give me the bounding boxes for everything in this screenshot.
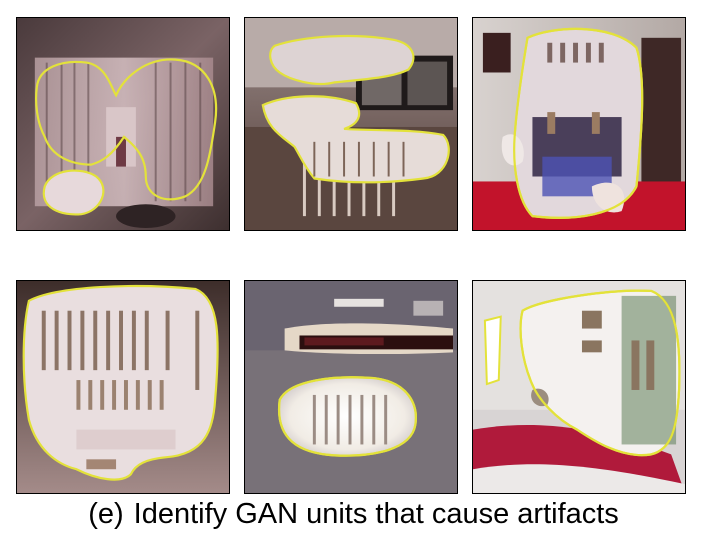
gan-sample-1-drawing	[17, 18, 229, 230]
gan-sample-2-drawing	[245, 18, 457, 230]
figure-caption: (e) Identify GAN units that cause artifac…	[0, 496, 707, 532]
gan-sample-image-6	[472, 280, 686, 494]
gan-sample-image-1	[16, 17, 230, 231]
gan-sample-4-drawing	[17, 281, 229, 493]
gan-sample-image-5	[244, 280, 458, 494]
caption-text: Identify GAN units that cause artifacts	[133, 498, 619, 530]
gan-sample-image-2	[244, 17, 458, 231]
gan-sample-3-drawing	[473, 18, 685, 230]
gan-sample-image-3	[472, 17, 686, 231]
gan-sample-6-drawing	[473, 281, 685, 493]
gan-sample-image-4	[16, 280, 230, 494]
gan-sample-5-drawing	[245, 281, 457, 493]
caption-label: (e)	[88, 498, 124, 530]
